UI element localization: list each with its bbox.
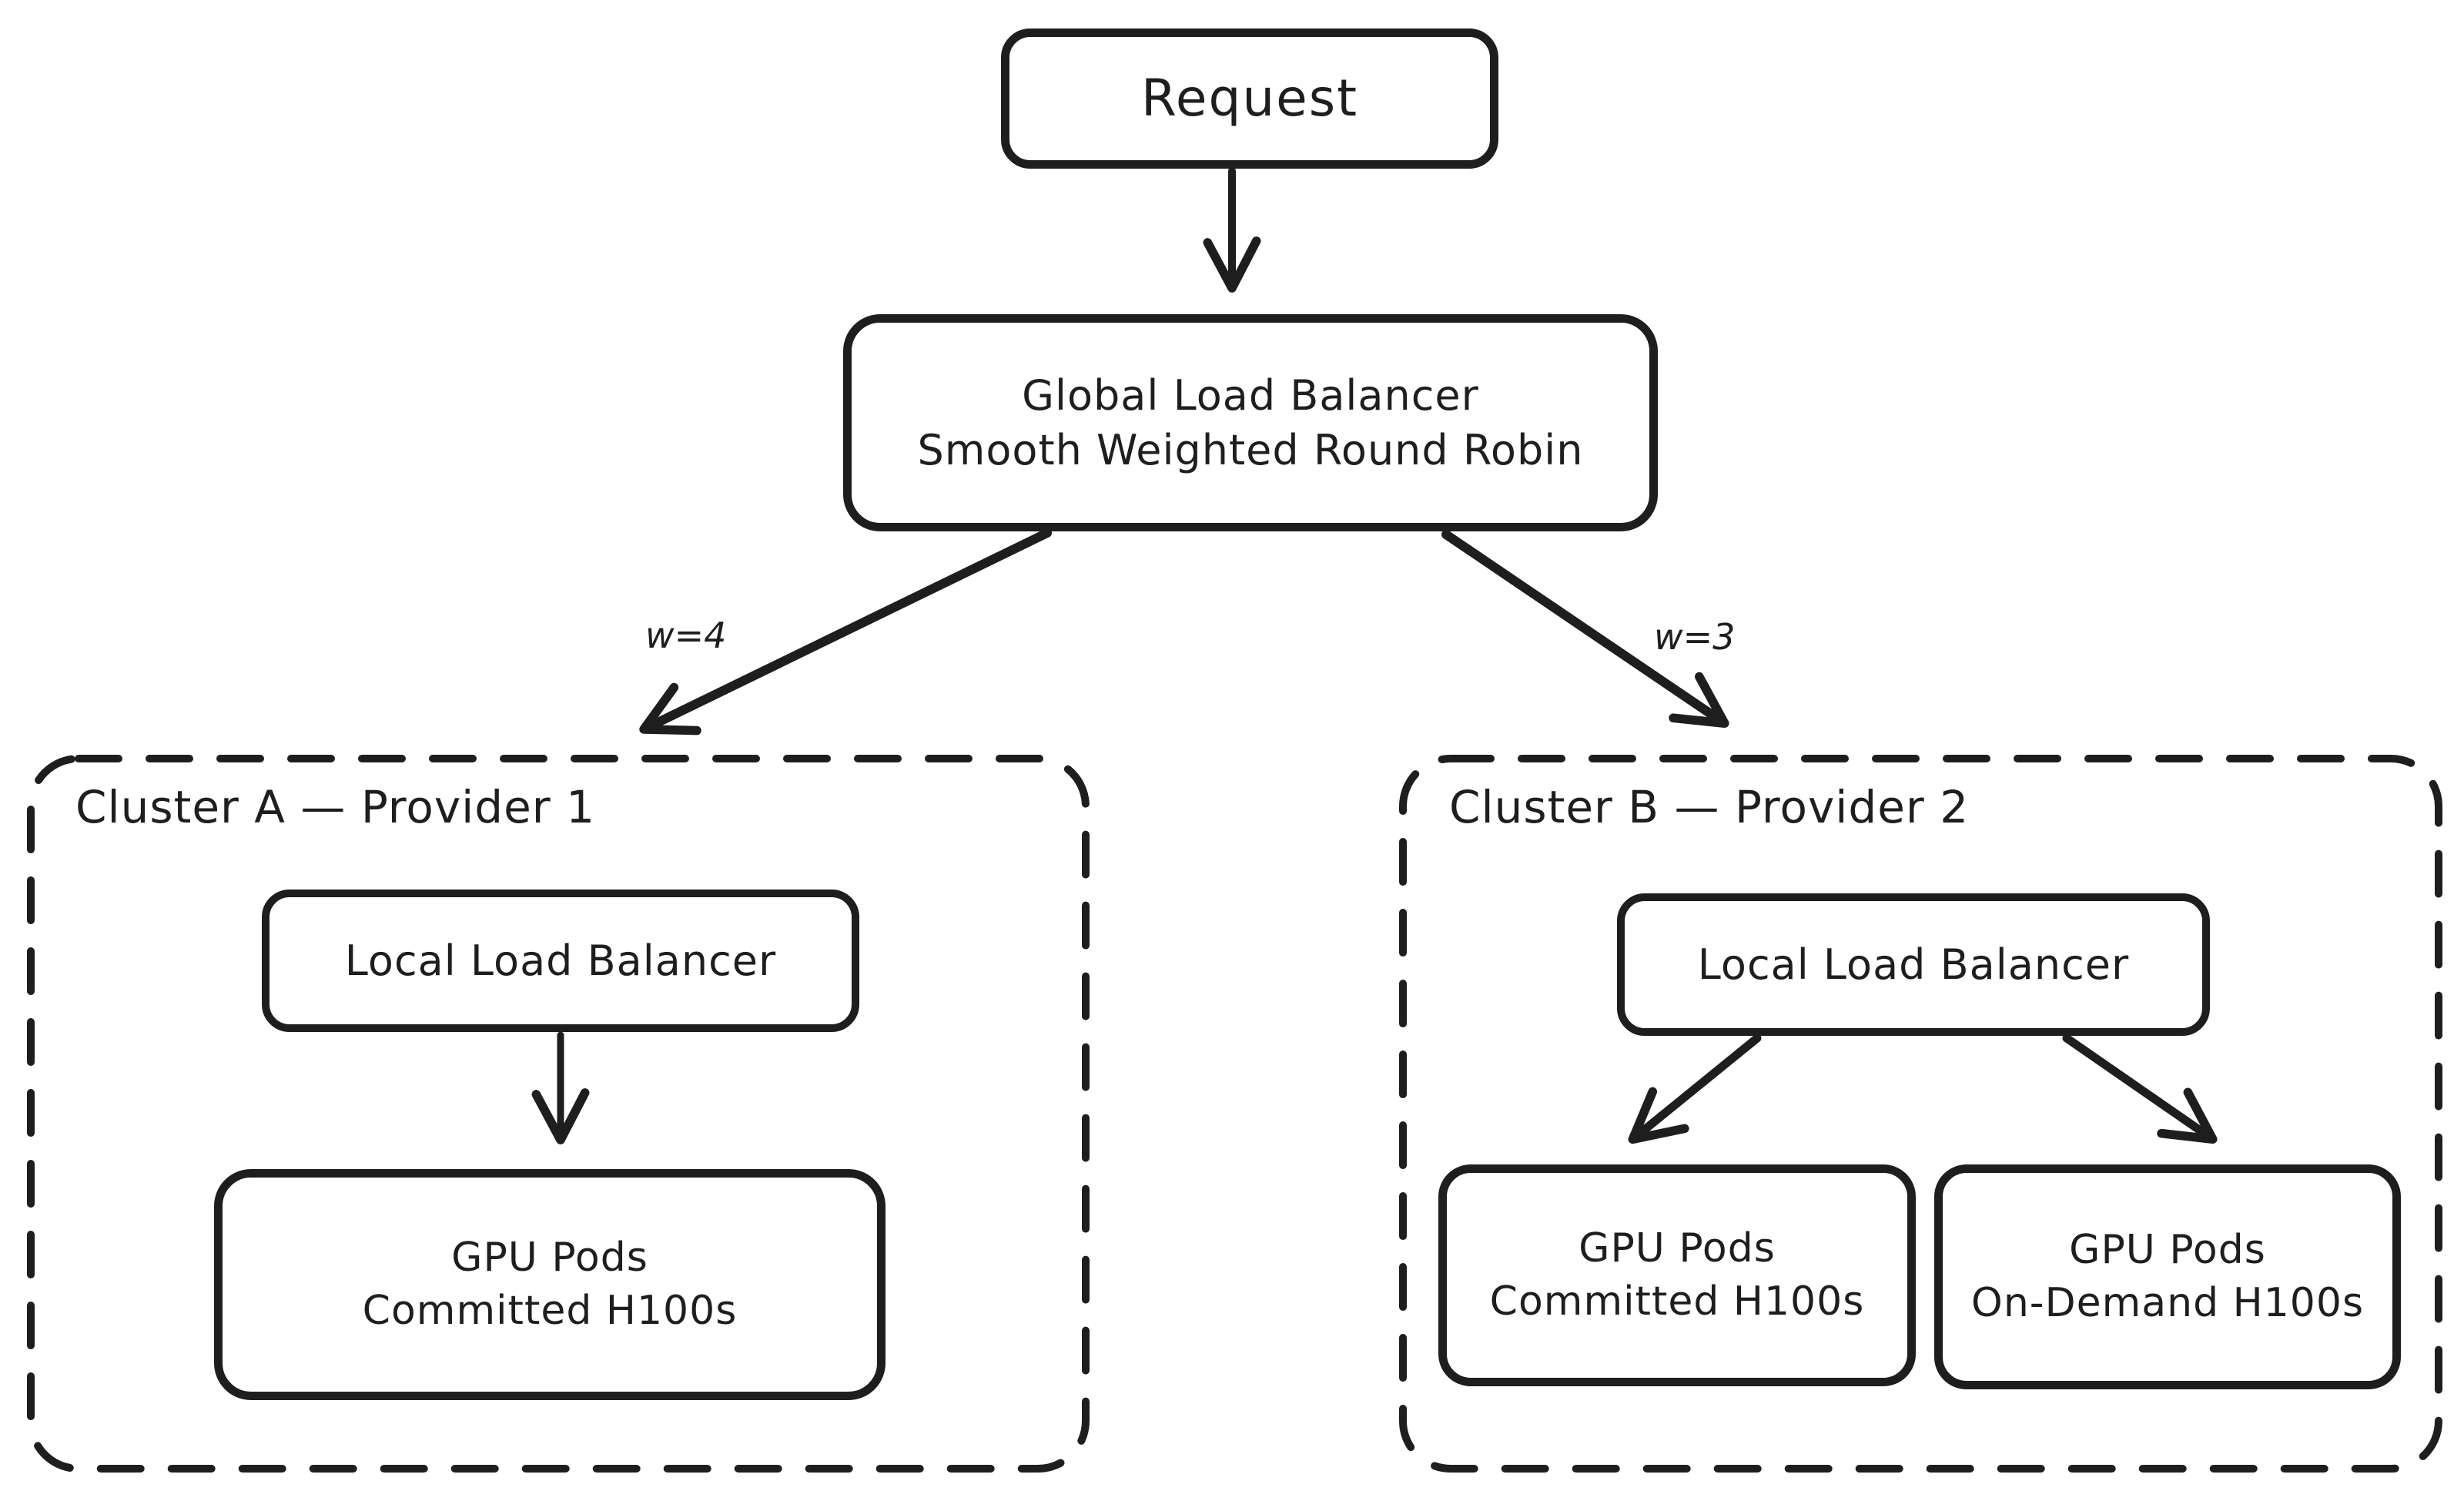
edge-weight-cluster-a: w=4 xyxy=(645,615,727,656)
cluster-b-gpu-committed-node: GPU Pods Committed H100s xyxy=(1438,1164,1916,1386)
cluster-a-local-lb-node: Local Load Balancer xyxy=(262,890,859,1032)
request-node: Request xyxy=(1001,28,1498,169)
edge-global-lb-to-cluster-a xyxy=(639,528,1052,735)
cluster-a-title: Cluster A — Provider 1 xyxy=(75,781,595,833)
global-lb-subtitle: Smooth Weighted Round Robin xyxy=(917,426,1584,474)
cluster-b-gpu-committed-line1: GPU Pods xyxy=(1578,1225,1776,1272)
cluster-a-gpu-pods-line2: Committed H100s xyxy=(362,1288,738,1334)
cluster-a-container xyxy=(27,755,1090,1473)
global-load-balancer-node: Global Load Balancer Smooth Weighted Rou… xyxy=(843,314,1658,531)
cluster-b-gpu-ondemand-node: GPU Pods On-Demand H100s xyxy=(1934,1164,2401,1389)
request-label: Request xyxy=(1140,69,1359,129)
cluster-b-local-lb-node: Local Load Balancer xyxy=(1617,893,2210,1036)
cluster-b-title: Cluster B — Provider 2 xyxy=(1449,781,1970,833)
cluster-b-local-lb-label: Local Load Balancer xyxy=(1697,940,2130,989)
cluster-a-gpu-pods-line1: GPU Pods xyxy=(451,1235,648,1282)
cluster-b-gpu-ondemand-line2: On-Demand H100s xyxy=(1970,1280,2365,1326)
cluster-b-gpu-ondemand-line1: GPU Pods xyxy=(2069,1227,2266,1274)
edge-global-lb-to-cluster-b xyxy=(1441,530,1729,728)
cluster-a-local-lb-label: Local Load Balancer xyxy=(344,936,777,985)
edge-local-lb-b-to-gpu-ondemand xyxy=(2062,1034,2218,1144)
edge-weight-cluster-b: w=3 xyxy=(1654,616,1736,658)
global-lb-title: Global Load Balancer xyxy=(1022,370,1479,420)
edge-local-lb-b-to-gpu-committed xyxy=(1628,1034,1762,1144)
cluster-a-gpu-pods-node: GPU Pods Committed H100s xyxy=(214,1169,886,1400)
cluster-b-gpu-committed-line2: Committed H100s xyxy=(1489,1278,1865,1325)
